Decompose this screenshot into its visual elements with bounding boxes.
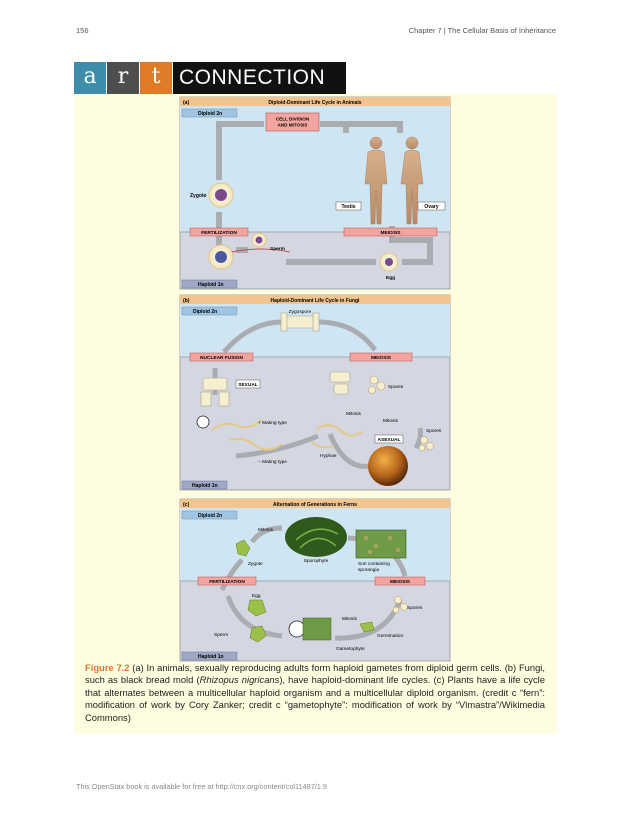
sperm-figure-c [249,625,267,643]
art-connection-banner: a r t CONNECTION [74,62,346,94]
zygote-label-c: Zygote [248,561,263,567]
page-number: 156 [76,26,89,35]
fertilization-label-a: FERTILIZATION [201,230,237,236]
panel-a-diploid-label: Diploid 2n [198,111,222,117]
panel-a-haploid-label: Haploid 1n [198,282,224,288]
cell-division-label-1: CELL DIVISION [276,117,310,122]
chapter-title: Chapter 7 | The Cellular Basis of Inheri… [408,26,556,35]
hyphae-figure [211,419,363,451]
asexual-label: ASEXUAL [378,437,401,443]
sexual-stage-figure [200,371,351,407]
sporangium-photo [368,446,408,486]
panel-c-diploid-label: Diploid 2n [198,513,222,519]
panel-b: (b) Haploid-Dominant Life Cycle in Fungi… [179,294,451,491]
meiosis-label-a: MEIOSIS [381,230,402,236]
adult-female-figure [400,136,424,225]
panel-c-haploid-label: Haploid 1n [198,654,224,660]
mitosis-c-top-label: Mitosis [258,527,274,533]
caption-species: Rhizopus nigricans [199,674,280,686]
panel-a: (a) Diploid-Dominant Life Cycle in Anima… [179,96,451,290]
panel-c: (c) Alternation of Generations in Ferns … [179,498,451,662]
fertilization-label-c: FERTILIZATION [209,579,245,585]
panel-b-haploid-label: Haploid 1n [192,483,218,489]
banner-letter-t: t [140,62,172,94]
nuclear-fusion-label: NUCLEAR FUSION [200,355,243,361]
sporophyte-photo [285,517,347,557]
zygospore-label: Zygospore [289,309,312,315]
sporophyte-label: Sporophyte [304,558,329,564]
hyphae-label: Hyphae [320,453,337,459]
egg-label: Egg [386,275,395,281]
sori-label-2: sporangia [358,567,379,573]
egg-figure [247,599,267,617]
panel-c-title: Alternation of Generations in Ferns [273,502,357,508]
spores-c-figure [392,596,408,614]
figure-caption: Figure 7.2 (a) In animals, sexually repr… [85,662,545,724]
panel-a-title: Diploid-Dominant Life Cycle in Animals [268,100,361,106]
sori-photo [355,529,407,559]
zygote-sporophyte-figure [235,539,251,557]
sori-label-1: Sori containing [358,561,390,567]
meiosis-label-b: MEIOSIS [371,355,392,361]
mating-minus-label: − Mating type [258,459,287,465]
caption-text-2: ), have haploid-dominant life cycles. (c… [85,674,545,723]
spores-right-label: Spores [426,428,442,434]
spores-c-label: Spores [407,605,423,611]
meiosis-label-c: MEIOSIS [390,579,411,585]
mitosis-b1-label: Mitosis [346,411,362,417]
germination-label: Germination [377,633,403,639]
caption-text-1: (a) In animals, sexually reproducing adu… [85,662,545,686]
zygospore-figure [280,312,320,332]
spores-top-figure [368,375,386,394]
mitosis-b2-label: Mitosis [383,418,399,424]
figure-number: Figure 7.2 [85,662,130,673]
mating-plus-label: + Mating type [258,420,287,426]
testis-label: Testis [341,204,355,210]
panel-a-letter: (a) [183,100,189,106]
panel-b-diploid-label: Diploid 2n [193,309,217,315]
banner-word: CONNECTION [173,62,346,94]
mitosis-c-bottom-label: Mitosis [342,616,358,622]
sperm-label-c: Sperm [214,632,228,638]
egg-label-c: Egg [252,593,261,599]
zygote-label: Zygote [190,193,207,199]
ovary-label: Ovary [424,204,438,210]
banner-letter-a: a [74,62,106,94]
panel-c-letter: (c) [183,502,189,508]
cell-division-label-2: AND MITOSIS [277,123,307,128]
sexual-label: SEXUAL [238,382,258,388]
spores-top-label: Spores [388,384,404,390]
footer-notice: This OpenStax book is available for free… [76,782,327,791]
gametophyte-photo [302,617,332,641]
gametophyte-label: Gametophyte [336,646,365,652]
sperm-label: Sperm [270,246,285,252]
adult-male-figure [364,136,388,225]
banner-letter-r: r [107,62,139,94]
panel-b-title: Haploid-Dominant Life Cycle in Fungi [271,298,361,304]
spores-right-figure [418,436,434,452]
panel-b-letter: (b) [183,298,190,304]
